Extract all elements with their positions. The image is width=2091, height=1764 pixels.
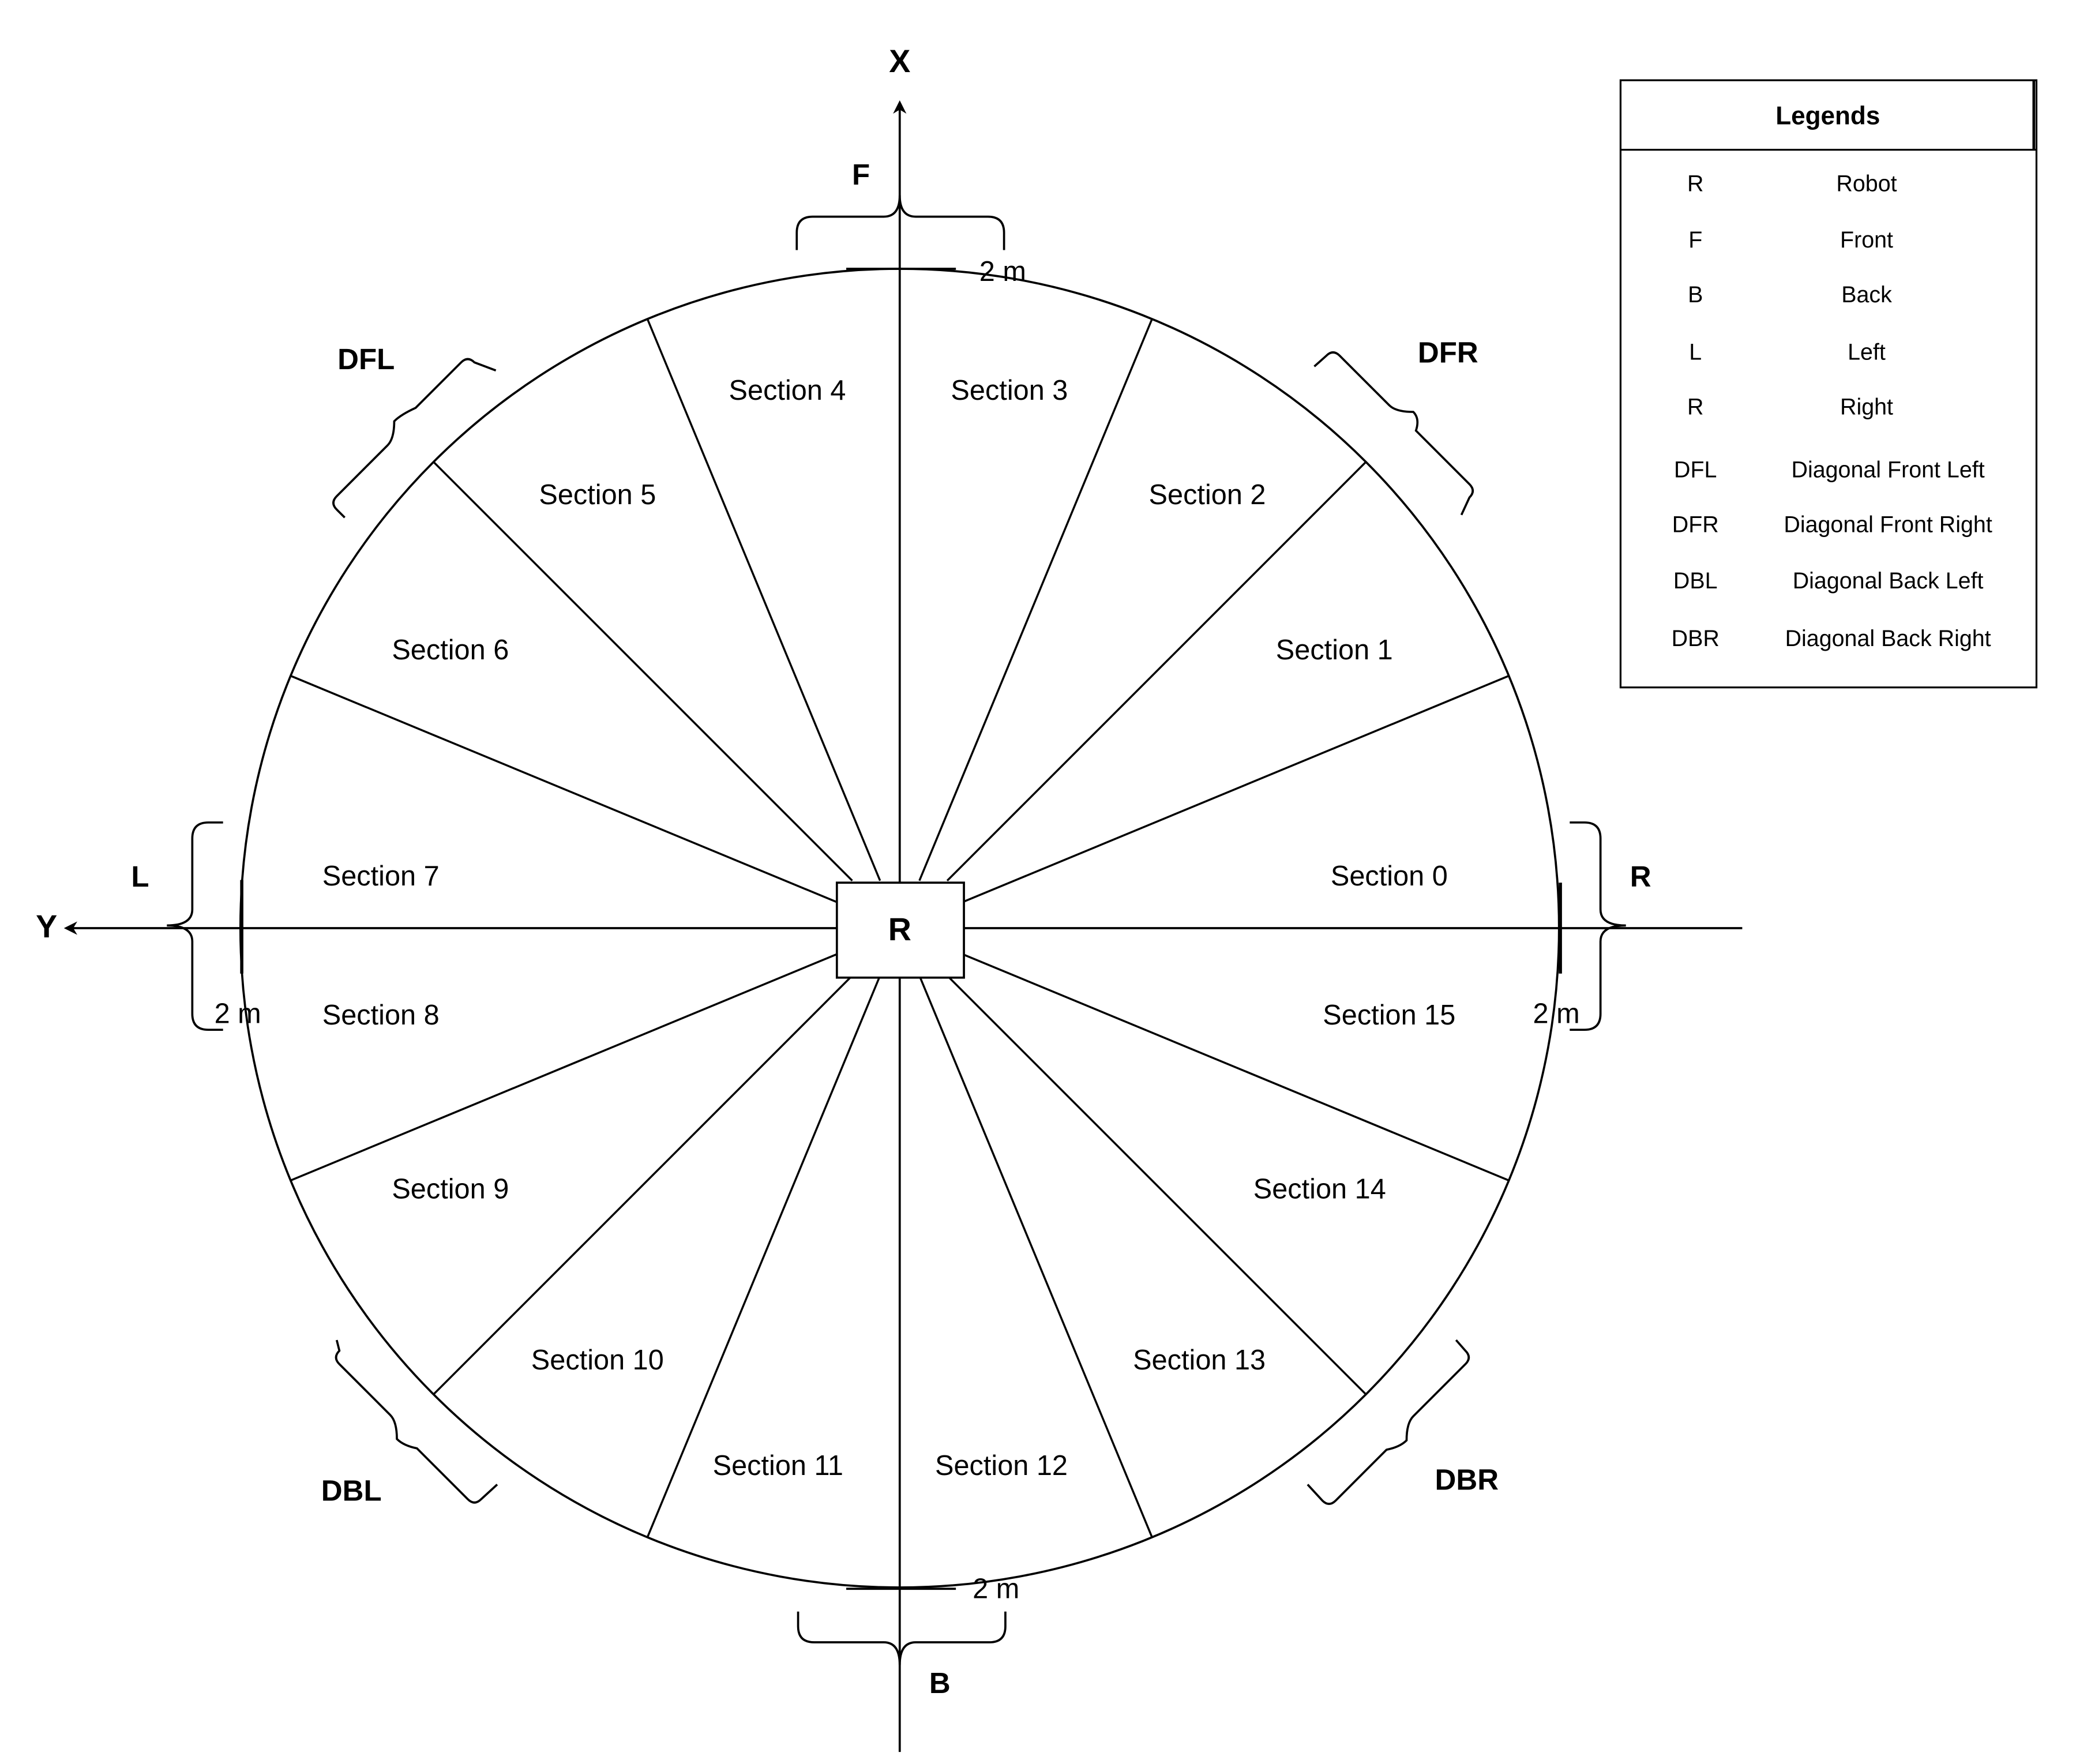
legend-abbr-7: DBL — [1673, 568, 1718, 594]
dfl-zone-label: DFL — [337, 343, 395, 376]
legend-meaning-5: Diagonal Front Left — [1792, 457, 1985, 483]
section-12-label: Section 12 — [935, 1450, 1068, 1481]
legend-abbr-6: DFR — [1672, 512, 1719, 538]
sector-divider-3 — [918, 318, 1153, 881]
section-6-label: Section 6 — [392, 635, 509, 666]
dfl-brace — [332, 358, 497, 519]
legend-abbr-2: B — [1688, 282, 1703, 307]
legend-abbr-3: L — [1689, 340, 1702, 365]
sector-divider-1 — [963, 674, 1510, 903]
section-8-label: Section 8 — [322, 1000, 440, 1031]
section-13-label: Section 13 — [1133, 1345, 1266, 1376]
right-distance-label: 2 m — [1533, 999, 1580, 1030]
section-11-label: Section 11 — [713, 1450, 843, 1481]
dbr-brace — [1307, 1339, 1470, 1505]
legend-abbr-5: DFL — [1674, 457, 1717, 483]
dbl-zone-label: DBL — [321, 1474, 382, 1507]
y-axis-label: Y — [36, 909, 57, 944]
dfr-brace — [1313, 351, 1474, 516]
legend-meaning-4: Right — [1840, 395, 1893, 420]
legend-meaning-1: Front — [1840, 227, 1893, 253]
section-4-label: Section 4 — [729, 375, 846, 406]
sector-divider-lines — [290, 318, 1510, 1538]
legend-meaning-0: Robot — [1836, 171, 1897, 197]
sector-divider-10 — [433, 975, 853, 1395]
robot-box — [835, 881, 965, 979]
bottom-distance-label: 2 m — [973, 1574, 1019, 1605]
legend-meaning-3: Left — [1848, 340, 1886, 365]
front-brace — [795, 195, 1005, 250]
legend-meaning-7: Diagonal Back Left — [1793, 568, 1984, 594]
dfr-zone-label: DFR — [1418, 336, 1478, 369]
robot-label: R — [888, 911, 911, 947]
section-14-label: Section 14 — [1253, 1173, 1386, 1204]
legend-abbr-8: DBR — [1672, 626, 1720, 651]
legend-meaning-2: Back — [1841, 282, 1892, 307]
sector-divider-14 — [946, 975, 1367, 1395]
sector-divider-2 — [946, 461, 1367, 881]
left-zone-label: L — [131, 860, 149, 893]
dbr-zone-label: DBR — [1435, 1463, 1499, 1496]
legend-abbr-4: R — [1687, 395, 1703, 420]
legend-title: Legends — [1775, 102, 1880, 130]
sector-divider-13 — [918, 975, 1153, 1538]
section-15-label: Section 15 — [1323, 1000, 1455, 1031]
section-7-label: Section 7 — [322, 861, 440, 892]
x-axis-label: X — [889, 43, 910, 79]
back-brace — [797, 1611, 1007, 1665]
right-zone-label: R — [1630, 860, 1651, 893]
section-9-label: Section 9 — [392, 1173, 509, 1204]
legend-abbr-1: F — [1688, 227, 1702, 253]
legend-meaning-6: Diagonal Front Right — [1784, 512, 1992, 538]
right-brace — [1570, 821, 1626, 1031]
sector-divider-5 — [646, 318, 881, 881]
back-zone-label: B — [929, 1667, 951, 1699]
sector-divider-15 — [963, 953, 1510, 1181]
section-2-label: Section 2 — [1149, 479, 1266, 511]
dbl-brace — [335, 1339, 498, 1504]
section-3-label: Section 3 — [951, 375, 1068, 406]
left-distance-label: 2 m — [215, 999, 261, 1030]
sector-divider-9 — [290, 953, 837, 1181]
sector-divider-7 — [290, 674, 837, 903]
legend-abbr-0: R — [1687, 171, 1703, 197]
top-distance-label: 2 m — [979, 256, 1026, 287]
sector-divider-6 — [433, 461, 853, 881]
legend-meaning-8: Diagonal Back Right — [1785, 626, 1991, 651]
section-0-label: Section 0 — [1331, 861, 1448, 892]
legend-frame — [1619, 79, 2038, 689]
section-5-label: Section 5 — [539, 479, 656, 511]
sector-divider-11 — [646, 975, 881, 1538]
left-brace — [167, 821, 223, 1031]
section-10-label: Section 10 — [531, 1345, 664, 1376]
front-zone-label: F — [852, 158, 870, 191]
section-1-label: Section 1 — [1276, 635, 1393, 666]
